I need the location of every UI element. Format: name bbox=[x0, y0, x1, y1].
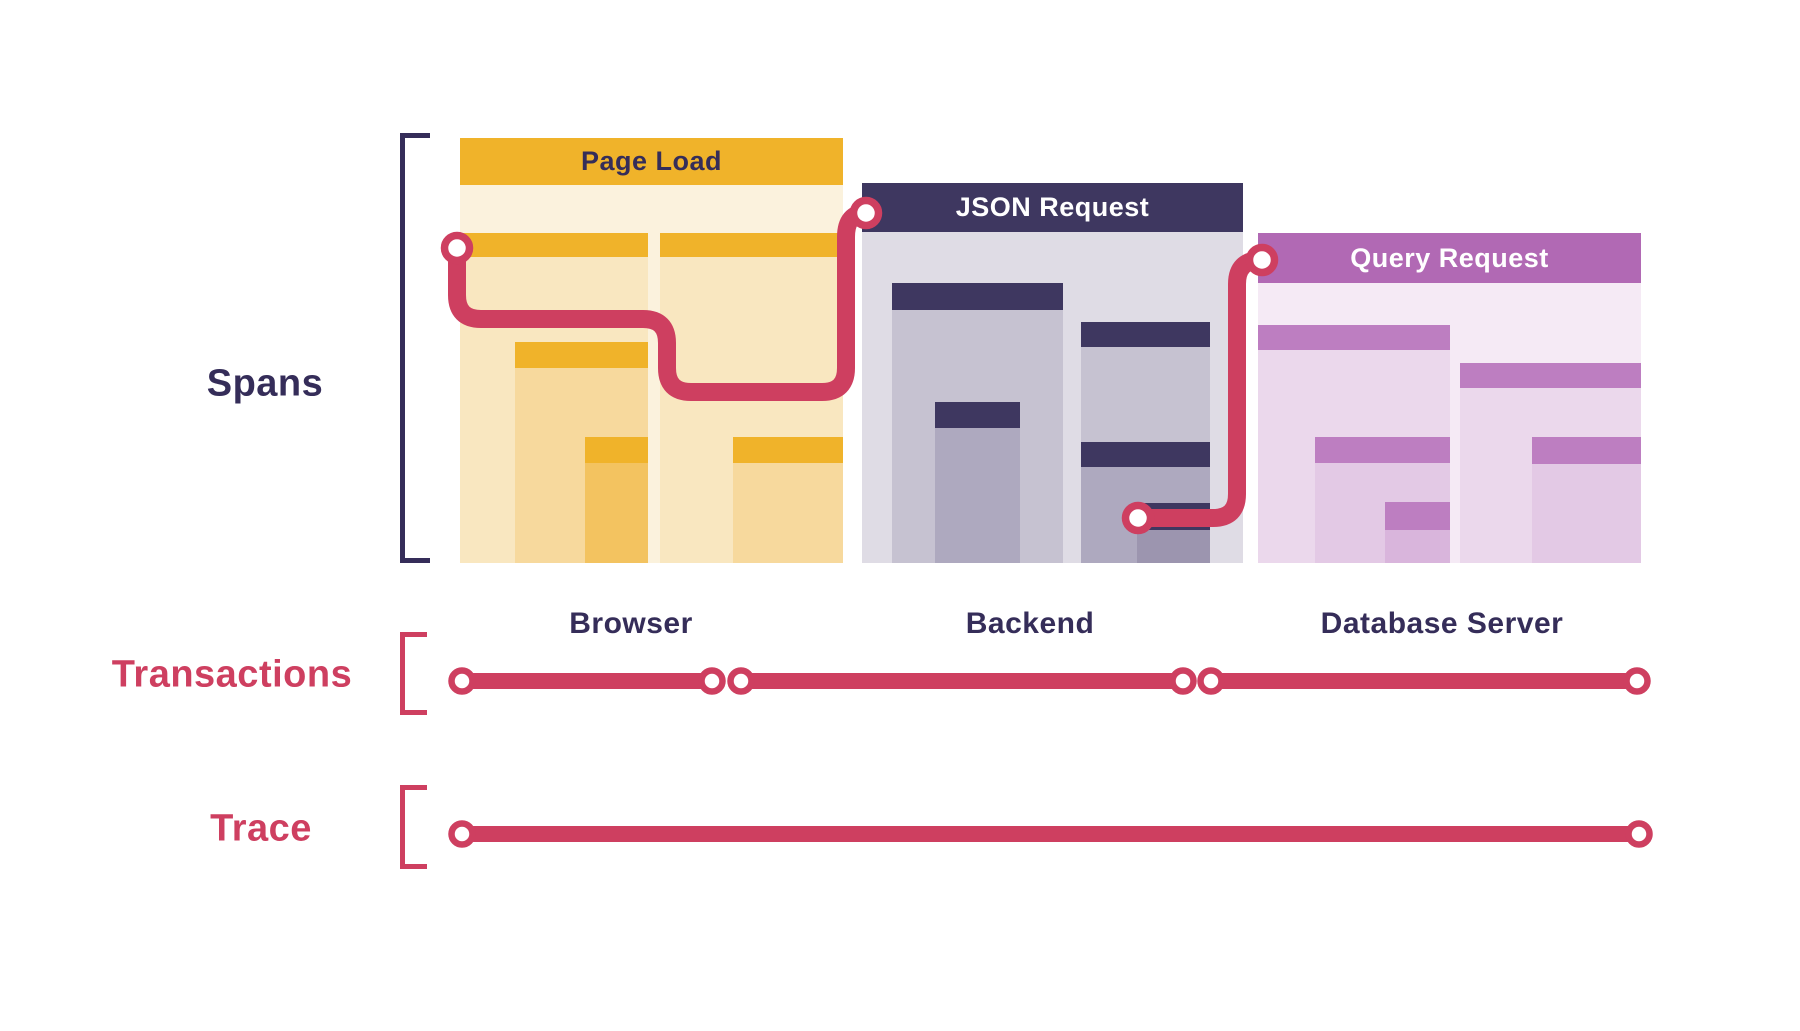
panel-json-request: JSON Request bbox=[862, 183, 1243, 563]
trace-label: Trace bbox=[210, 807, 312, 850]
transaction-node bbox=[448, 667, 476, 695]
span-bar-header bbox=[1315, 437, 1450, 463]
panel-page-load: Page Load bbox=[460, 138, 843, 563]
panel-json-request-header: JSON Request bbox=[862, 183, 1243, 232]
trace-node bbox=[1625, 820, 1653, 848]
caption-backend: Backend bbox=[965, 607, 1095, 640]
transaction-node bbox=[1169, 667, 1197, 695]
span-bar-header bbox=[935, 402, 1020, 428]
span-bar bbox=[1532, 437, 1641, 563]
transaction-node bbox=[727, 667, 755, 695]
trace-bracket bbox=[400, 785, 427, 869]
span-bar bbox=[733, 437, 843, 563]
span-bar-header bbox=[1081, 442, 1210, 467]
transaction-node bbox=[698, 667, 726, 695]
span-bar-header bbox=[892, 283, 1063, 310]
span-bar bbox=[1137, 503, 1210, 563]
span-bar-header bbox=[1532, 437, 1641, 464]
span-bar-header bbox=[1258, 325, 1450, 350]
span-bar-header bbox=[1137, 503, 1210, 530]
span-bar-header bbox=[515, 342, 648, 368]
span-bar-header bbox=[660, 233, 843, 257]
panel-query-request: Query Request bbox=[1258, 233, 1641, 563]
panel-query-request-header: Query Request bbox=[1258, 233, 1641, 283]
span-bar bbox=[1385, 502, 1450, 563]
span-bar-header bbox=[1460, 363, 1641, 388]
span-bar bbox=[585, 437, 648, 563]
span-bar-header bbox=[585, 437, 648, 463]
span-bar-header bbox=[1385, 502, 1450, 530]
caption-database-server: Database Server bbox=[1320, 607, 1564, 640]
transactions-label: Transactions bbox=[111, 653, 353, 696]
span-bar-header bbox=[733, 437, 843, 463]
caption-browser: Browser bbox=[569, 607, 693, 640]
span-bar-header bbox=[460, 233, 648, 257]
span-bar-header bbox=[1081, 322, 1210, 347]
panel-json-request-title: JSON Request bbox=[955, 192, 1150, 222]
panel-page-load-title: Page Load bbox=[580, 146, 723, 176]
trace-node bbox=[448, 820, 476, 848]
panel-query-request-title: Query Request bbox=[1350, 242, 1549, 273]
transactions-bracket bbox=[400, 632, 427, 715]
transaction-node bbox=[1197, 667, 1225, 695]
span-bar bbox=[935, 402, 1020, 563]
transaction-node bbox=[1623, 667, 1651, 695]
spans-label: Spans bbox=[206, 362, 324, 405]
panel-page-load-header: Page Load bbox=[460, 138, 843, 185]
spans-bracket bbox=[400, 133, 430, 563]
